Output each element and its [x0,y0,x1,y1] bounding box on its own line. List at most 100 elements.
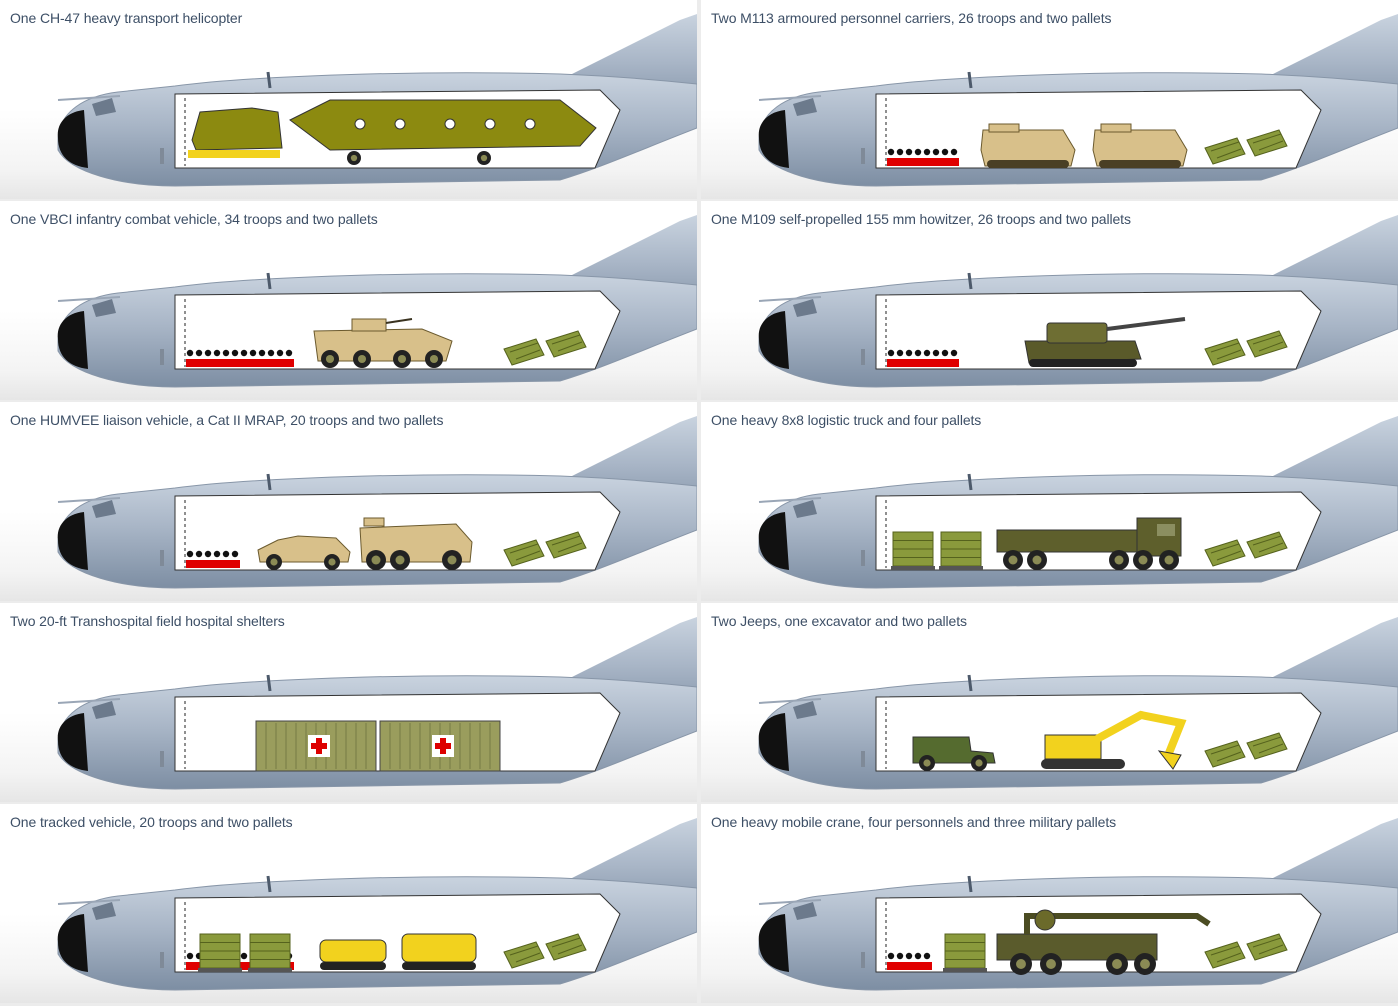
wheel-hub [1112,959,1122,969]
m113-apc [980,123,1076,168]
nose-cone [758,512,789,570]
antenna [266,473,272,491]
troop-figure [905,952,913,960]
pitot-probe [57,899,121,905]
m109-howitzer [1024,317,1186,367]
pallet [503,539,545,567]
turret [363,517,385,527]
nose-cone [758,713,789,771]
troop-figure [258,349,266,357]
troop-figure [905,148,913,156]
pallet-box [1246,933,1288,961]
wheel-hub [429,354,439,364]
panel-caption: Two M113 armoured personnel carriers, 26… [711,10,1112,26]
pallet [545,330,587,358]
aircraft-illustration [57,818,697,991]
helicopter-window [444,118,456,130]
pitot-probe [57,497,121,503]
vehicle-rear-unit [401,933,477,963]
aircraft-illustration [758,818,1398,991]
pitot-probe [758,296,822,302]
door-hatch [160,751,164,767]
troop-figure [204,550,212,558]
crane-winch [1034,909,1056,931]
troops-group [887,952,932,970]
pallet-netting [551,937,583,955]
troop-figure [267,349,275,357]
wheel-hub [1138,555,1148,565]
cockpit-window [92,98,116,116]
pallet-netting [1252,736,1284,754]
pallet-netting [509,945,541,963]
troop-figure [186,550,194,558]
panel-caption: One heavy mobile crane, four personnels … [711,814,1117,830]
wheel-hub [1016,959,1026,969]
vehicle-track [1041,759,1125,769]
cockpit-window [793,701,817,719]
cargo-load [186,318,587,368]
pitot-probe [758,899,822,905]
panel-caption: One VBCI infantry combat vehicle, 34 tro… [10,211,378,227]
vehicle-hatch [988,123,1020,133]
pallet-netting [1210,342,1242,360]
pallet-box [1204,740,1246,768]
helicopter-window [484,118,496,130]
troop-figure [222,550,230,558]
pallet-stack [939,531,983,570]
wheel-hub [357,354,367,364]
nose-cone [57,512,88,570]
cockpit-window [793,500,817,518]
cab-window [1157,524,1175,536]
cockpit-window [793,98,817,116]
pitot-probe [758,95,822,101]
pallet [1246,732,1288,760]
troop-figure [240,952,248,960]
pallet-base [939,566,983,570]
troop-figure [231,550,239,558]
wheel-hub [975,759,983,767]
pallet [1204,338,1246,366]
pallet-netting [1252,535,1284,553]
troop-bench [186,359,294,367]
wheel-hub [1140,959,1150,969]
cargo-load [891,517,1288,570]
pallet [503,338,545,366]
pallet-box [1204,941,1246,969]
cargo-load [887,909,1288,975]
pallet-box [545,330,587,358]
antenna [266,71,272,89]
aircraft-illustration [57,14,697,187]
troop-figure [923,952,931,960]
troops-group [887,349,959,367]
nose-cone [57,311,88,369]
antenna [967,473,973,491]
mrap-vehicle [359,517,473,570]
troop-figure [231,349,239,357]
aircraft-fuselage [758,818,1398,991]
pallet-netting [1210,744,1242,762]
vbci-vehicle [313,318,453,368]
antenna [266,674,272,692]
panel-tracked-vehicle: One tracked vehicle, 20 troops and two p… [0,804,697,1003]
pallet-base [943,968,987,972]
nose-cone [758,110,789,168]
aircraft-fuselage [758,416,1398,589]
pallet-box [1204,137,1246,165]
wheel-hub [395,555,405,565]
nose-cone [57,713,88,771]
vehicle-track [1029,359,1137,367]
panel-caption: One heavy 8x8 logistic truck and four pa… [711,412,982,428]
troop-figure [204,349,212,357]
turret [351,318,387,332]
cargo-load [255,720,501,772]
cockpit-window [793,299,817,317]
mobile-crane [996,909,1211,975]
pallet-netting [509,543,541,561]
wheel-hub [397,354,407,364]
red-cross-icon [311,743,327,749]
panel-caption: One CH-47 heavy transport helicopter [10,10,243,26]
aircraft-illustration [57,617,697,790]
troop-bench [887,962,932,970]
howitzer-barrel [1106,317,1186,331]
cargo-load [912,710,1288,771]
